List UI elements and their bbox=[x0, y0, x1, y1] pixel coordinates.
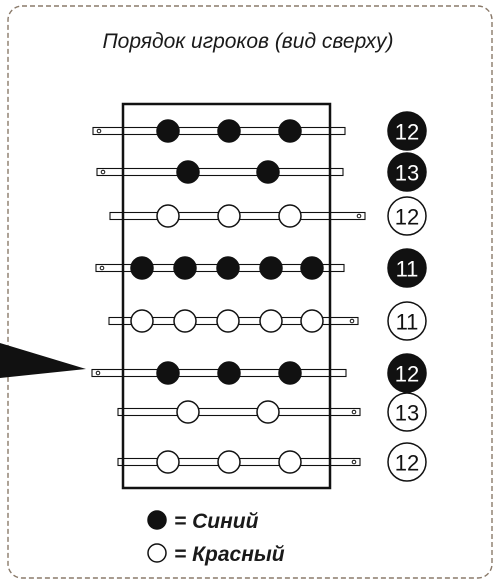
count-badge-circle bbox=[387, 442, 427, 482]
count-badge-circle bbox=[387, 152, 427, 192]
rod-bar bbox=[96, 167, 344, 177]
count-badge-circle bbox=[387, 353, 427, 393]
count-badge-number: 12 bbox=[395, 362, 419, 387]
table-field bbox=[121, 102, 332, 490]
player-red bbox=[217, 450, 241, 474]
rod-end-hole bbox=[96, 128, 102, 134]
player-red bbox=[256, 400, 280, 424]
player-red bbox=[176, 400, 200, 424]
player-red bbox=[217, 204, 241, 228]
player-blue bbox=[256, 160, 280, 184]
diagram-title: Порядок игроков (вид сверху) bbox=[102, 30, 393, 53]
player-blue bbox=[173, 256, 197, 280]
rod-6 bbox=[91, 361, 347, 385]
count-badge-number: 12 bbox=[395, 451, 419, 476]
rod-end-hole bbox=[95, 370, 101, 376]
rod-end-hole bbox=[351, 409, 357, 415]
count-badge-number: 11 bbox=[396, 257, 419, 282]
count-badge-circle bbox=[387, 392, 427, 432]
player-red bbox=[216, 309, 240, 333]
count-badge: 12 bbox=[387, 442, 427, 482]
count-badge-circle bbox=[387, 248, 427, 288]
player-blue bbox=[259, 256, 283, 280]
player-blue bbox=[278, 119, 302, 143]
count-badge-number: 13 bbox=[395, 401, 419, 426]
rod-7 bbox=[117, 400, 361, 424]
rod-end-hole bbox=[99, 265, 105, 271]
count-badge-number: 12 bbox=[395, 205, 419, 230]
count-badge-circle bbox=[387, 301, 427, 341]
player-red bbox=[300, 309, 324, 333]
count-badge: 13 bbox=[387, 152, 427, 192]
legend-blue-label: = Синий bbox=[174, 510, 259, 533]
player-blue bbox=[217, 361, 241, 385]
count-badge: 12 bbox=[387, 111, 427, 151]
count-badge-circle bbox=[387, 196, 427, 236]
count-badge: 13 bbox=[387, 392, 427, 432]
count-badges: 12 13 12 11 11 12 13 12 bbox=[387, 111, 427, 482]
player-blue bbox=[176, 160, 200, 184]
rod-end-hole bbox=[100, 169, 106, 175]
rod-5 bbox=[108, 309, 359, 333]
player-blue bbox=[156, 361, 180, 385]
player-red bbox=[259, 309, 283, 333]
rod-end-hole bbox=[349, 318, 355, 324]
player-red bbox=[156, 204, 180, 228]
rod-8 bbox=[117, 450, 361, 474]
count-badge-number: 11 bbox=[396, 310, 419, 335]
count-badge-number: 13 bbox=[395, 161, 419, 186]
player-red bbox=[278, 204, 302, 228]
rod-4 bbox=[95, 256, 345, 280]
rod-bar bbox=[117, 407, 361, 417]
diagram-border bbox=[7, 5, 493, 579]
legend-red-label: = Красный bbox=[174, 543, 285, 566]
player-blue bbox=[300, 256, 324, 280]
rod-1 bbox=[92, 119, 346, 143]
rod-end-hole bbox=[356, 213, 362, 219]
player-blue bbox=[130, 256, 154, 280]
rod-end-hole bbox=[351, 459, 357, 465]
count-badge: 12 bbox=[387, 353, 427, 393]
rods-layer bbox=[91, 119, 366, 474]
count-badge: 11 bbox=[387, 248, 427, 288]
count-badge: 12 bbox=[387, 196, 427, 236]
player-blue bbox=[278, 361, 302, 385]
player-red bbox=[156, 450, 180, 474]
rod-3 bbox=[109, 204, 366, 228]
count-badge-number: 12 bbox=[395, 120, 419, 145]
count-badge-circle bbox=[387, 111, 427, 151]
rod-2 bbox=[96, 160, 344, 184]
player-red bbox=[278, 450, 302, 474]
player-blue bbox=[217, 119, 241, 143]
pointer-arrow bbox=[0, 343, 86, 378]
player-red bbox=[173, 309, 197, 333]
legend-red-marker bbox=[147, 543, 167, 563]
count-badge: 11 bbox=[387, 301, 427, 341]
legend-blue-marker bbox=[147, 510, 167, 530]
player-blue bbox=[156, 119, 180, 143]
player-blue bbox=[216, 256, 240, 280]
player-red bbox=[130, 309, 154, 333]
